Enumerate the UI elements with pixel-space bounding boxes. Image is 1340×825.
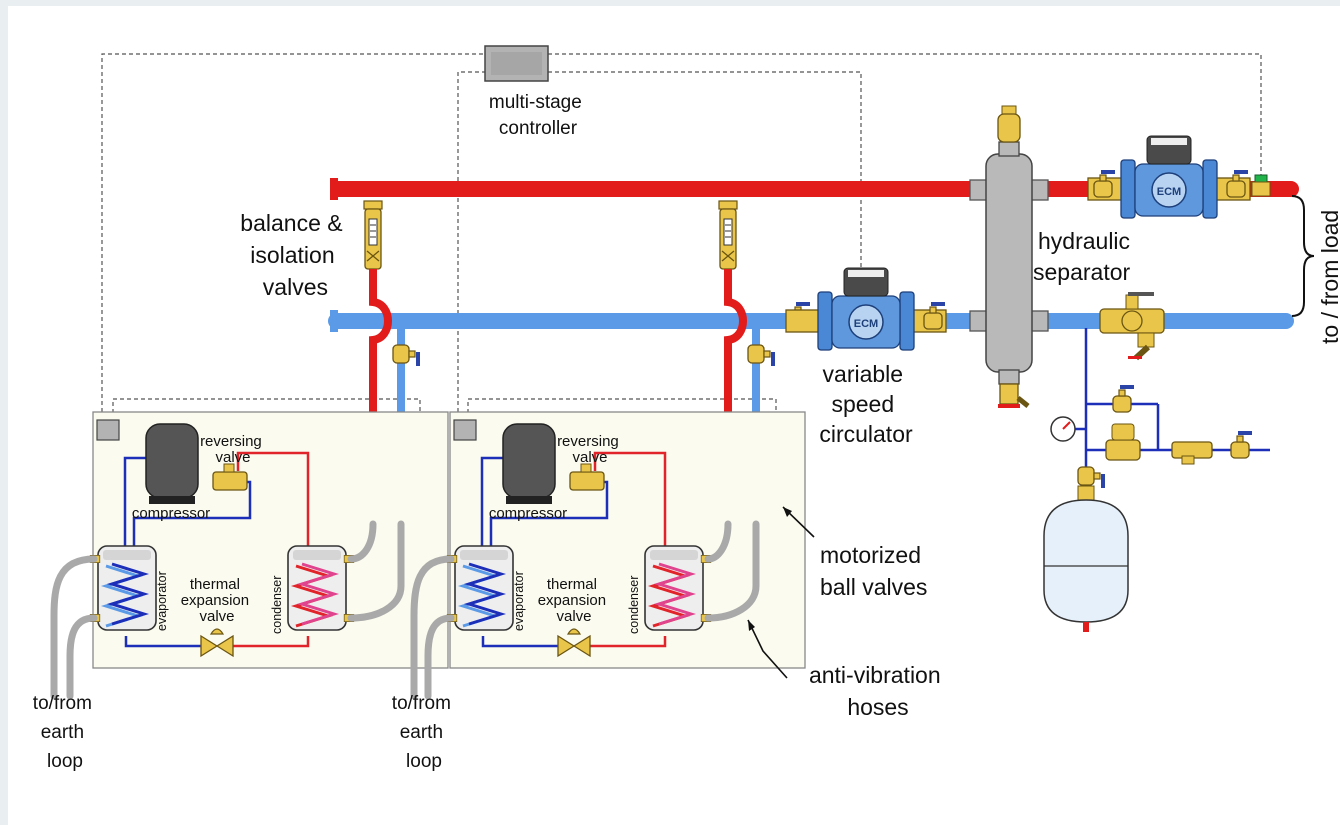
compressor-icon — [145, 423, 199, 504]
condenser-label: condenser — [627, 576, 641, 634]
earth-loop-label-1: to/from earth loop — [33, 693, 97, 772]
load-bracket — [1291, 195, 1315, 317]
supply-drop-2 — [724, 269, 747, 468]
heat-exchanger-icon — [287, 545, 347, 631]
backflow-preventer-icon — [1171, 441, 1213, 465]
evaporator-label: evaporator — [512, 571, 526, 631]
expansion-tank-icon — [1043, 485, 1129, 632]
ball-valve-icon — [1230, 430, 1253, 459]
svg-text:ECM: ECM — [1157, 186, 1181, 198]
expansion-valve-label: thermal expansion valve — [181, 576, 254, 625]
outdoor-sensor-indicator — [1251, 174, 1271, 197]
hydraulic-separator-icon — [969, 141, 1049, 385]
reversing-valve-label: reversing valve — [557, 433, 623, 466]
hydronic-diagram: multi-stage controller — [33, 45, 1340, 772]
motorized-valves-label: motorized ball valves — [820, 542, 927, 600]
heat-exchanger-icon — [454, 545, 514, 631]
load-label: to / from load — [1317, 210, 1340, 344]
ecm-circulator-icon: ECM — [785, 267, 947, 351]
pressure-gauge-icon — [1050, 416, 1076, 442]
reversing-valve-label: reversing valve — [200, 433, 266, 466]
reversing-valve-icon — [569, 463, 605, 491]
earth-loop-label-2: to/from earth loop — [392, 693, 456, 772]
separator-label: hydraulic separator — [1033, 228, 1136, 285]
condenser-label: condenser — [270, 576, 284, 634]
motorized-pointer — [782, 506, 815, 538]
hoses-pointer — [747, 619, 788, 679]
expansion-valve-icon — [557, 628, 591, 658]
circulator-label: variable speed circulator — [819, 361, 913, 447]
check-valve-icon — [1099, 292, 1165, 361]
compressor-label: compressor — [489, 505, 567, 522]
drain-valve-icon — [998, 383, 1030, 408]
compressor-label: compressor — [132, 505, 210, 522]
supply-drop-1 — [369, 269, 392, 468]
control-wiring — [101, 53, 1262, 468]
controller-label: multi-stage controller — [489, 92, 587, 139]
ball-valve-icon — [747, 344, 776, 367]
balance-valves-label: balance & isolation valves — [240, 210, 349, 300]
ball-valve-icon — [1112, 384, 1135, 413]
heat-pump-unit-2: compressor reversing valve evaporator co… — [446, 411, 806, 669]
diagram-canvas: multi-stage controller — [8, 6, 1340, 825]
ecm-circulator-icon: ECM — [1087, 135, 1251, 219]
heat-exchanger-icon — [644, 545, 704, 631]
anti-vibration-hoses — [50, 520, 760, 700]
air-vent-icon — [997, 105, 1021, 143]
pressure-reducing-valve-icon — [1105, 423, 1141, 461]
expansion-valve-icon — [200, 628, 234, 658]
flow-meter-icon — [718, 200, 738, 270]
controller-box — [484, 45, 549, 82]
hoses-label: anti-vibration hoses — [809, 662, 947, 720]
expansion-valve-label: thermal expansion valve — [538, 576, 611, 625]
heat-exchanger-icon — [97, 545, 157, 631]
heat-pump-unit-1: compressor reversing valve evaporator co… — [89, 411, 449, 669]
compressor-icon — [502, 423, 556, 504]
reversing-valve-icon — [212, 463, 248, 491]
ball-valve-icon — [392, 344, 421, 367]
flow-meter-icon — [363, 200, 383, 270]
ball-valve-icon — [1077, 466, 1106, 489]
svg-text:ECM: ECM — [854, 318, 878, 330]
evaporator-label: evaporator — [155, 571, 169, 631]
